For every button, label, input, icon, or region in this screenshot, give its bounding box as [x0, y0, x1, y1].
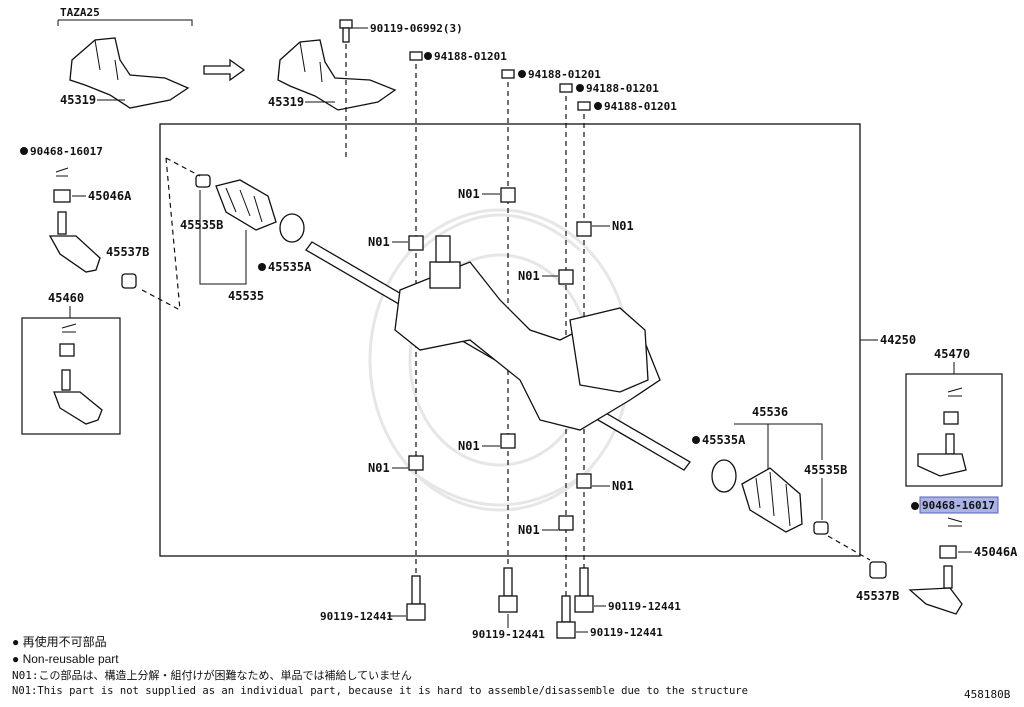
tie-rod-stud-left[interactable] [48, 211, 101, 273]
bolt-b4-label: 90119-12441 [590, 626, 663, 639]
tie-rod-stud-right[interactable] [908, 565, 963, 615]
legend-n01-note-jp: N01:この部品は、構造上分解・組付けが困難なため、単品では補給していません [12, 668, 412, 682]
pin-left-label: 90468-16017 [30, 145, 103, 158]
boot-right-label: 45536 [752, 405, 788, 419]
clip-right[interactable] [711, 459, 737, 493]
nut-1[interactable] [409, 51, 423, 61]
nut-left-label: 45046A [88, 189, 132, 203]
boot-clamp-right[interactable] [813, 521, 829, 535]
pin-right-label: 90468-16017 [922, 499, 995, 512]
cotter-pin-right-icon[interactable] [947, 517, 963, 527]
bolt-top[interactable] [339, 19, 353, 43]
lock-nut-right-label: 45537B [856, 589, 899, 603]
n01-a-label: N01 [458, 187, 480, 201]
boot-clamp-left[interactable] [195, 174, 211, 188]
lock-nut-left-label: 45537B [106, 245, 149, 259]
boot-left-label: 45535 [228, 289, 264, 303]
cover-before-label: 45319 [60, 93, 96, 107]
clip-left-label: 45535A [268, 260, 312, 274]
bolt-b4[interactable] [556, 595, 576, 639]
legend-n01-note-en: N01:This part is not supplied as an indi… [12, 684, 748, 697]
nut-4-label: 94188-01201 [604, 100, 677, 113]
bolt-b2-label: 90119-12441 [472, 628, 545, 641]
nut-3[interactable] [559, 83, 573, 93]
n01-d[interactable] [558, 269, 574, 285]
nut-3-label: 94188-01201 [586, 82, 659, 95]
n01-f[interactable] [408, 455, 424, 471]
bolt-b3-label: 90119-12441 [608, 600, 681, 613]
gear-assy-label: 44250 [880, 333, 916, 347]
bolt-b1-label: 90119-12441 [320, 610, 393, 623]
figure-id: 458180B [964, 688, 1011, 701]
n01-a[interactable] [500, 187, 516, 203]
bolt-b2[interactable] [498, 567, 518, 613]
pin-right-highlight[interactable] [919, 496, 999, 514]
nut-2[interactable] [501, 69, 515, 79]
clip-right-label: 45535A [702, 433, 746, 447]
tie-rod-end-right-box[interactable] [905, 373, 1003, 487]
nut-1-label: 94188-01201 [434, 50, 507, 63]
boot-right[interactable] [741, 467, 803, 533]
nut-left[interactable] [53, 189, 71, 203]
n01-e-label: N01 [458, 439, 480, 453]
n01-g-label: N01 [612, 479, 634, 493]
nut-2-label: 94188-01201 [528, 68, 601, 81]
n01-b[interactable] [576, 221, 592, 237]
n01-d-label: N01 [518, 269, 540, 283]
nut-4[interactable] [577, 101, 591, 111]
n01-c[interactable] [408, 235, 424, 251]
tie-rod-end-left-label: 45460 [48, 291, 84, 305]
legend-nonreusable-jp: ● 再使用不可部品 [12, 634, 107, 649]
tie-rod-end-right-label: 45470 [934, 347, 970, 361]
lock-nut-right[interactable] [869, 561, 887, 579]
boot-left[interactable] [215, 179, 277, 231]
steering-rack-body[interactable] [305, 235, 691, 471]
bolt-top-label: 90119-06992(3) [370, 22, 463, 35]
bolt-b1[interactable] [406, 575, 426, 621]
tie-rod-end-left-box[interactable] [21, 317, 121, 435]
legend-nonreusable-en: ● Non-reusable part [12, 652, 119, 666]
n01-f-label: N01 [368, 461, 390, 475]
cotter-pin-left-icon[interactable] [55, 167, 69, 177]
n01-h[interactable] [558, 515, 574, 531]
transition-arrow-icon [203, 58, 246, 82]
bolt-b3[interactable] [574, 567, 594, 613]
n01-e[interactable] [500, 433, 516, 449]
nut-right-label: 45046A [974, 545, 1018, 559]
nut-right[interactable] [939, 545, 957, 559]
n01-c-label: N01 [368, 235, 390, 249]
n01-h-label: N01 [518, 523, 540, 537]
n01-b-label: N01 [612, 219, 634, 233]
cover-before[interactable] [69, 37, 190, 109]
cover-after[interactable] [277, 39, 397, 111]
n01-g[interactable] [576, 473, 592, 489]
boot-clamp-left-label: 45535B [180, 218, 223, 232]
boot-clamp-right-label: 45535B [804, 463, 847, 477]
cover-after-label: 45319 [268, 95, 304, 109]
clip-left[interactable] [279, 213, 305, 243]
variant-label: TAZA25 [60, 6, 100, 19]
lock-nut-left[interactable] [121, 273, 137, 289]
